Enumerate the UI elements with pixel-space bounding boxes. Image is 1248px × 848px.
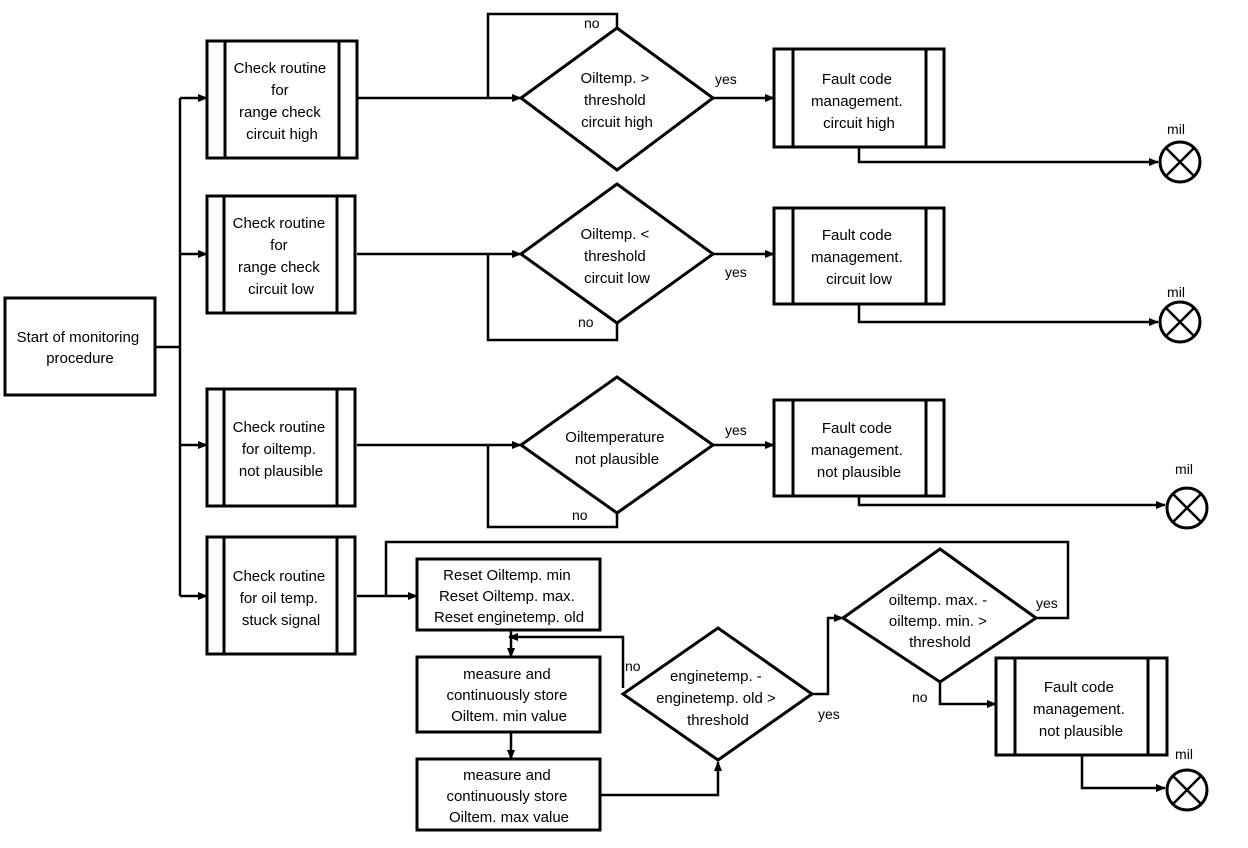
yes-label: yes [725, 264, 747, 280]
reset-label: Reset Oiltemp. min Reset Oiltemp. max. R… [434, 567, 584, 626]
no-label: no [912, 689, 928, 705]
check-routine-stuck-signal-label: Check routine for oil temp. stuck signal [233, 568, 330, 629]
check-routine-not-plausible: Check routine for oiltemp. not plausible [205, 387, 357, 508]
mil-lamp-3: mil [1165, 461, 1209, 530]
check-routine-stuck-signal: Check routine for oil temp. stuck signal [205, 535, 357, 656]
decision-enginetemp: enginetemp. - enginetemp. old > threshol… [620, 626, 815, 762]
store-min-box: measure and continuously store Oiltem. m… [415, 655, 602, 734]
fault-code-circuit-low-label: Fault code management. circuit low [811, 227, 907, 288]
mil-label: mil [1175, 461, 1193, 477]
fault-code-circuit-high-label: Fault code management. circuit high [811, 71, 907, 132]
no-label: no [625, 658, 641, 674]
check-routine-circuit-high-label: Check routine for range check circuit hi… [234, 60, 331, 143]
fault-code-stuck-not-plausible: Fault code management. not plausible [994, 656, 1169, 757]
start-box: Start of monitoring procedure [3, 296, 157, 397]
yes-label: yes [725, 422, 747, 438]
no-label: no [578, 314, 594, 330]
branch-labels: no yes yes no yes no no yes yes no [572, 15, 1058, 722]
fault-code-stuck-not-plausible-label: Fault code management. not plausible [1033, 679, 1129, 740]
yes-label: yes [1036, 595, 1058, 611]
start-label: Start of monitoring procedure [17, 329, 144, 367]
check-routine-not-plausible-label: Check routine for oiltemp. not plausible [233, 419, 330, 480]
yes-label: yes [715, 71, 737, 87]
decision-circuit-high: Oiltemp. > threshold circuit high [518, 26, 716, 172]
mil-lamp-2: mil [1158, 284, 1202, 344]
mil-lamp-4: mil [1165, 746, 1209, 812]
decision-enginetemp-label: enginetemp. - enginetemp. old > threshol… [656, 668, 780, 729]
fault-code-circuit-low: Fault code management. circuit low [772, 206, 946, 306]
decision-circuit-low: Oiltemp. < threshold circuit low [518, 182, 716, 325]
decision-oiltemp-max-min-label: oiltemp. max. - oiltemp. min. > threshol… [889, 592, 992, 651]
store-min-label: measure and continuously store Oiltem. m… [446, 666, 571, 725]
reset-box: Reset Oiltemp. min Reset Oiltemp. max. R… [415, 557, 602, 632]
mil-label: mil [1167, 121, 1185, 137]
mil-label: mil [1175, 746, 1193, 762]
store-max-box: measure and continuously store Oiltem. m… [415, 757, 602, 832]
no-label: no [572, 507, 588, 523]
connectors [155, 12, 1166, 797]
fault-code-not-plausible-label: Fault code management. not plausible [811, 420, 907, 481]
decision-circuit-low-label: Oiltemp. < threshold circuit low [581, 226, 654, 287]
decision-circuit-high-label: Oiltemp. > threshold circuit high [581, 70, 654, 131]
yes-label: yes [818, 706, 840, 722]
decision-not-plausible-label: Oiltemperature not plausible [565, 429, 668, 468]
mil-label: mil [1167, 284, 1185, 300]
no-label: no [584, 15, 600, 31]
store-max-label: measure and continuously store Oiltem. m… [446, 767, 571, 826]
mil-lamp-1: mil [1158, 121, 1202, 184]
fault-code-circuit-high: Fault code management. circuit high [772, 47, 946, 149]
decision-oiltemp-max-min: oiltemp. max. - oiltemp. min. > threshol… [840, 547, 1039, 684]
fault-code-not-plausible: Fault code management. not plausible [772, 398, 946, 498]
check-routine-circuit-low-label: Check routine for range check circuit lo… [233, 215, 330, 298]
decision-not-plausible: Oiltemperature not plausible [518, 375, 716, 515]
check-routine-circuit-low: Check routine for range check circuit lo… [205, 194, 357, 315]
check-routine-circuit-high: Check routine for range check circuit hi… [205, 39, 359, 160]
